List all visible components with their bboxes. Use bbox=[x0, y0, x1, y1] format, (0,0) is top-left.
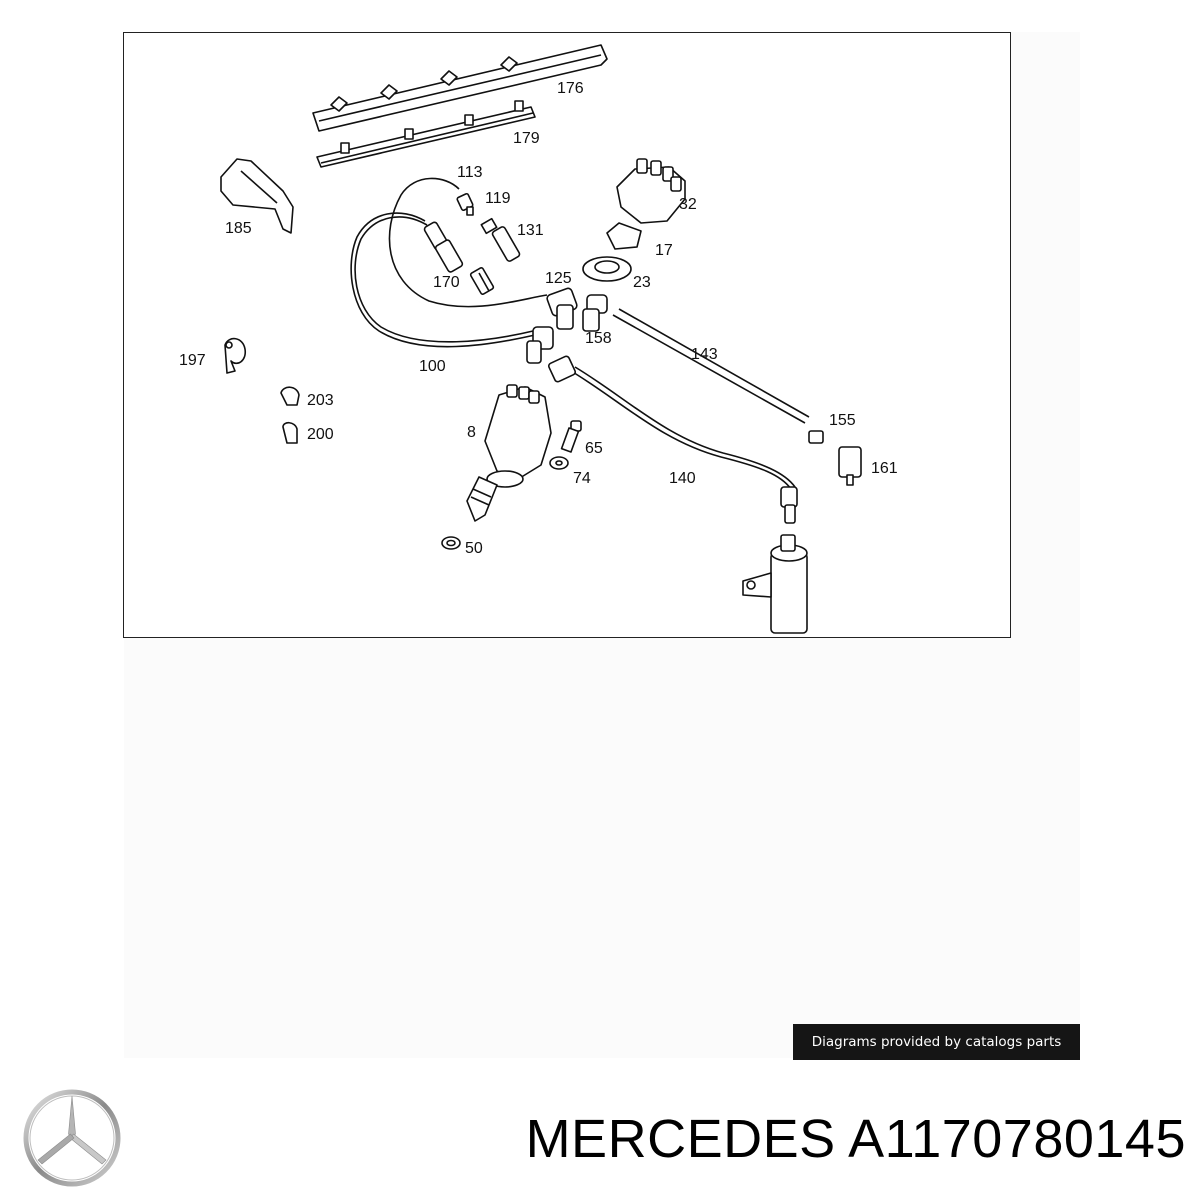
ignition-wire-100-part bbox=[350, 212, 536, 348]
callout-label: 143 bbox=[691, 346, 718, 363]
callout-label: 125 bbox=[545, 270, 572, 287]
ignition-wire-143-part bbox=[612, 314, 806, 424]
callout-label: 65 bbox=[585, 440, 603, 457]
cover-185-part bbox=[220, 158, 294, 234]
callout-label: 32 bbox=[679, 196, 697, 213]
connector-158-part bbox=[582, 294, 608, 332]
callout-label: 140 bbox=[669, 470, 696, 487]
callout-label: 197 bbox=[179, 352, 206, 369]
connector-125-part bbox=[546, 287, 578, 330]
callout-label: 100 bbox=[419, 358, 446, 375]
footer-part-title: MERCEDES A1170780145 bbox=[526, 1108, 1186, 1170]
ignition-cable-rail-part bbox=[312, 44, 608, 132]
part-number: A1170780145 bbox=[848, 1109, 1186, 1169]
ignition-wire-140-part bbox=[570, 370, 792, 490]
wire-140-end-connector-part bbox=[547, 355, 798, 524]
connector-119-part bbox=[456, 192, 474, 216]
callout-label: 23 bbox=[633, 274, 651, 291]
callout-label: 161 bbox=[871, 460, 898, 477]
callout-label: 50 bbox=[465, 540, 483, 557]
callout-label: 8 bbox=[467, 424, 476, 441]
spark-plug-connector-170-part bbox=[423, 221, 495, 295]
callout-label: 119 bbox=[485, 190, 511, 207]
callout-label: 155 bbox=[829, 412, 856, 429]
callout-label: 158 bbox=[585, 330, 612, 347]
callout-label: 203 bbox=[307, 392, 334, 409]
connector-100-end-part bbox=[526, 326, 554, 364]
clip-197-part bbox=[224, 337, 247, 374]
callout-label: 200 bbox=[307, 426, 334, 443]
connector-131-part bbox=[480, 217, 521, 262]
callout-label: 113 bbox=[457, 164, 483, 181]
clip-200-part bbox=[282, 421, 298, 444]
diagram-credit-badge: Diagrams provided by catalogs parts bbox=[793, 1024, 1080, 1060]
callout-label: 176 bbox=[557, 80, 584, 97]
callout-label: 185 bbox=[225, 220, 252, 237]
washer-74-part bbox=[549, 456, 569, 470]
bolt-65-part bbox=[560, 420, 582, 453]
callout-label: 170 bbox=[433, 274, 460, 291]
callout-label: 74 bbox=[573, 470, 591, 487]
brand-name: MERCEDES bbox=[525, 1109, 836, 1169]
mercedes-star-logo-icon bbox=[23, 1089, 121, 1187]
parts-diagram-frame: 176 179 185 113 119 131 32 17 23 125 170… bbox=[123, 32, 1011, 638]
callout-label: 179 bbox=[513, 130, 540, 147]
distributor-cap-32-part bbox=[616, 158, 686, 224]
ignition-distributor-8-part bbox=[466, 384, 552, 522]
ignition-cable-holder-part bbox=[316, 100, 536, 168]
ignition-parts-diagram: 176 179 185 113 119 131 32 17 23 125 170… bbox=[179, 44, 898, 634]
callout-label: 131 bbox=[517, 222, 544, 239]
callout-label: 17 bbox=[655, 242, 673, 259]
ignition-coil-part bbox=[742, 534, 808, 634]
distributor-rotor-17-part bbox=[606, 222, 642, 250]
seal-ring-23-part bbox=[582, 256, 632, 282]
connector-155-part bbox=[808, 430, 824, 444]
o-ring-50-part bbox=[441, 536, 461, 550]
clip-203-part bbox=[280, 386, 300, 406]
connector-161-part bbox=[838, 446, 862, 486]
